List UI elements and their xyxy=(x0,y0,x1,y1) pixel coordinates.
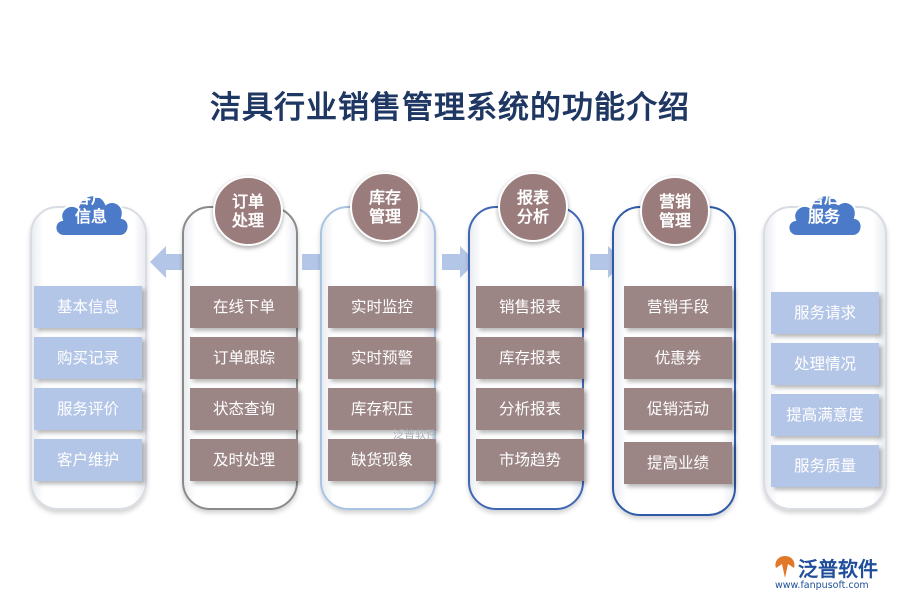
item-inventory-report: 库存报表 xyxy=(476,337,584,379)
header-circle-report: 报表 分析 xyxy=(498,172,568,242)
header-circle-inventory: 库存 管理 xyxy=(350,172,420,242)
item-purchase-record: 购买记录 xyxy=(34,337,142,379)
header-after-sales: 售后 服务 xyxy=(807,188,840,226)
item-improve-satisfaction: 提高满意度 xyxy=(771,394,879,436)
item-status-query: 状态查询 xyxy=(190,388,298,430)
item-coupon: 优惠券 xyxy=(624,337,732,379)
item-realtime-alert: 实时预警 xyxy=(328,337,436,379)
header-inventory: 库存 管理 xyxy=(368,188,401,226)
item-realtime-monitor: 实时监控 xyxy=(328,286,436,328)
item-promotion: 促销活动 xyxy=(624,388,732,430)
item-basic-info: 基本信息 xyxy=(34,286,142,328)
header-customer-info: 客户 信息 xyxy=(74,188,107,226)
item-improve-performance: 提高业绩 xyxy=(624,442,732,484)
item-service-request: 服务请求 xyxy=(771,292,879,334)
item-service-review: 服务评价 xyxy=(34,388,142,430)
watermark-name: 泛普软件 xyxy=(798,557,878,581)
item-timely-processing: 及时处理 xyxy=(190,439,298,481)
item-order-tracking: 订单跟踪 xyxy=(190,337,298,379)
item-sales-report: 销售报表 xyxy=(476,286,584,328)
header-marketing: 营销 管理 xyxy=(658,192,691,230)
item-marketing-methods: 营销手段 xyxy=(624,286,732,328)
header-report-analysis: 报表 分析 xyxy=(516,188,549,226)
arrow-left-icon xyxy=(150,246,184,278)
header-circle-order: 订单 处理 xyxy=(213,176,283,246)
item-analysis-report: 分析报表 xyxy=(476,388,584,430)
header-circle-marketing: 营销 管理 xyxy=(640,176,710,246)
item-customer-maintenance: 客户维护 xyxy=(34,439,142,481)
watermark-center: 泛普软件 xyxy=(393,428,437,441)
item-stockout: 缺货现象 xyxy=(328,439,436,481)
fanpu-logo-icon xyxy=(775,556,795,578)
item-service-quality: 服务质量 xyxy=(771,445,879,487)
watermark-url: www.fanpusoft.com xyxy=(775,580,869,591)
item-online-order: 在线下单 xyxy=(190,286,298,328)
page-title: 洁具行业销售管理系统的功能介绍 xyxy=(210,90,690,126)
header-order-processing: 订单 处理 xyxy=(231,192,264,230)
cloud-icon xyxy=(787,194,863,237)
item-handling-status: 处理情况 xyxy=(771,343,879,385)
item-stock-backlog: 库存积压 xyxy=(328,388,436,430)
arrow-right-icon xyxy=(442,246,476,278)
item-market-trend: 市场趋势 xyxy=(476,439,584,481)
cloud-icon xyxy=(54,194,130,237)
